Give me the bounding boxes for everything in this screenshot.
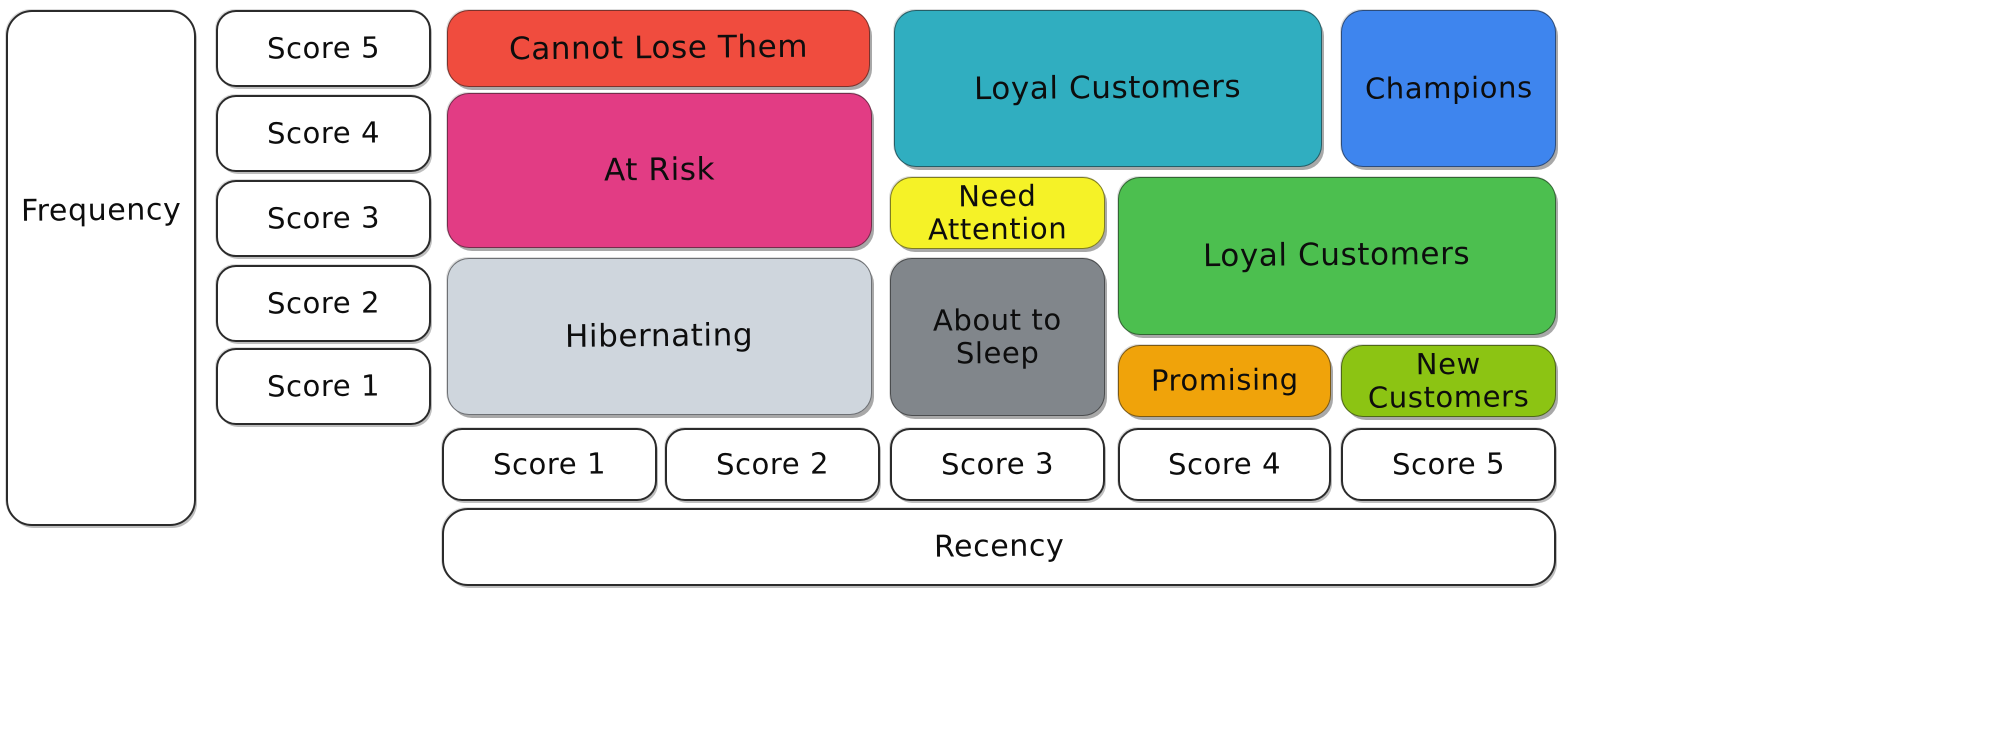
segment-loyal-customers-green-label: Loyal Customers	[1203, 236, 1471, 275]
frequency-score-5[interactable]: Score 5	[216, 10, 431, 87]
segment-need-attention[interactable]: Need Attention	[890, 177, 1105, 249]
frequency-score-5-label: Score 5	[266, 30, 381, 66]
segment-about-to-sleep[interactable]: About to Sleep	[890, 258, 1105, 416]
segment-new-customers-label: New Customers	[1367, 346, 1530, 415]
recency-score-4[interactable]: Score 4	[1118, 428, 1331, 501]
frequency-axis-label: Frequency	[6, 10, 196, 526]
segment-hibernating[interactable]: Hibernating	[447, 258, 872, 415]
recency-score-2[interactable]: Score 2	[665, 428, 880, 501]
frequency-score-3-label: Score 3	[266, 200, 381, 236]
segment-new-customers[interactable]: New Customers	[1341, 345, 1556, 417]
segment-loyal-customers-green[interactable]: Loyal Customers	[1118, 177, 1556, 335]
frequency-score-1-label: Score 1	[266, 368, 381, 404]
frequency-score-3[interactable]: Score 3	[216, 180, 431, 257]
recency-score-3-label: Score 3	[940, 446, 1055, 482]
recency-axis-label: Recency	[442, 508, 1556, 586]
segment-loyal-customers-teal[interactable]: Loyal Customers	[894, 10, 1322, 167]
recency-score-5-label: Score 5	[1391, 446, 1506, 482]
recency-axis-text: Recency	[933, 528, 1065, 565]
segment-about-to-sleep-label: About to Sleep	[932, 302, 1062, 371]
segment-promising-label: Promising	[1150, 362, 1299, 398]
segment-need-attention-label: Need Attention	[927, 178, 1068, 247]
recency-score-3[interactable]: Score 3	[890, 428, 1105, 501]
recency-score-1-label: Score 1	[492, 446, 607, 482]
frequency-score-1[interactable]: Score 1	[216, 348, 431, 425]
recency-score-1[interactable]: Score 1	[442, 428, 657, 501]
segment-hibernating-label: Hibernating	[565, 316, 754, 355]
frequency-score-2[interactable]: Score 2	[216, 265, 431, 342]
segment-at-risk-label: At Risk	[603, 151, 716, 189]
frequency-axis-text: Frequency	[20, 192, 182, 229]
segment-champions-label: Champions	[1364, 70, 1533, 106]
recency-score-4-label: Score 4	[1167, 446, 1282, 482]
segment-cannot-lose-them-label: Cannot Lose Them	[508, 28, 809, 67]
recency-score-2-label: Score 2	[715, 446, 830, 482]
segment-cannot-lose-them[interactable]: Cannot Lose Them	[447, 10, 870, 87]
recency-score-5[interactable]: Score 5	[1341, 428, 1556, 501]
segment-promising[interactable]: Promising	[1118, 345, 1331, 417]
frequency-score-4[interactable]: Score 4	[216, 95, 431, 172]
segment-champions[interactable]: Champions	[1341, 10, 1556, 167]
segment-at-risk[interactable]: At Risk	[447, 93, 872, 248]
frequency-score-4-label: Score 4	[266, 115, 381, 151]
frequency-score-2-label: Score 2	[266, 285, 381, 321]
segment-loyal-customers-teal-label: Loyal Customers	[974, 68, 1242, 107]
